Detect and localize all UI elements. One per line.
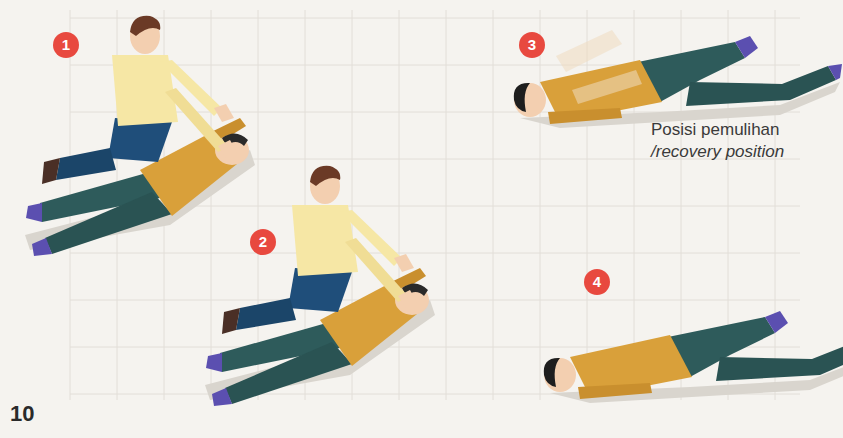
callout-number: 1: [53, 32, 79, 58]
caption-text: /recovery position: [651, 142, 784, 162]
caption-text: Posisi pemulihan: [651, 120, 780, 140]
callout-number: 3: [519, 32, 545, 58]
callout-number: 4: [584, 269, 610, 295]
page-number: 10: [10, 402, 34, 426]
callout-number: 2: [250, 229, 276, 255]
